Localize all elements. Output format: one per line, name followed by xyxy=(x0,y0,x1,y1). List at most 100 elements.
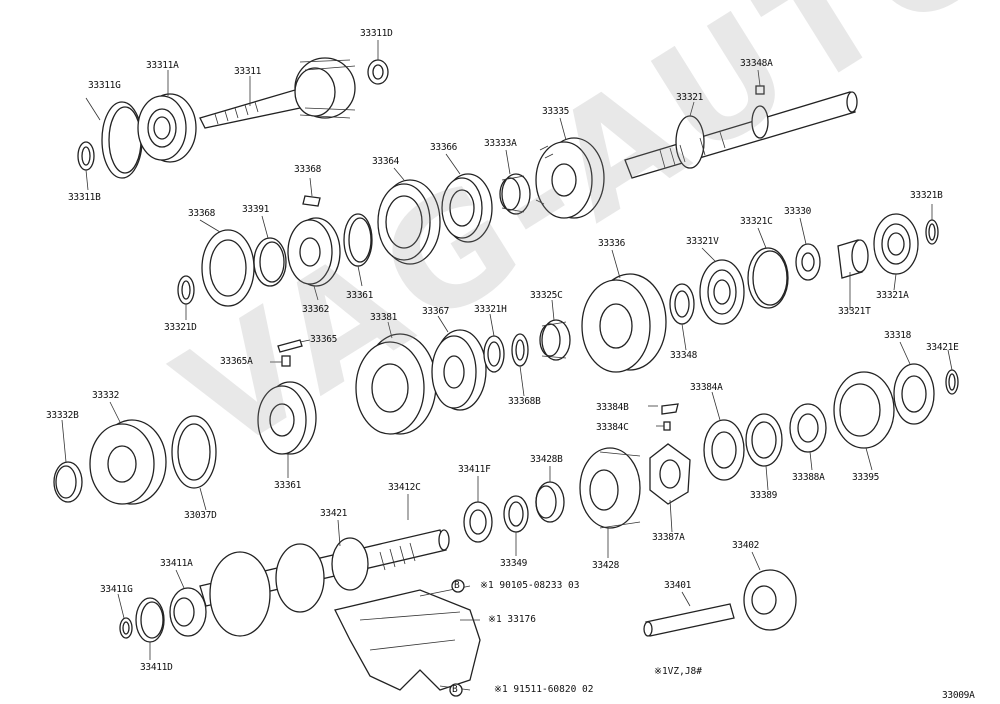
washer-33348 xyxy=(669,283,695,325)
ring-33321h xyxy=(483,335,505,373)
snap-ring-33411d xyxy=(119,617,133,639)
shift-fork-33176 xyxy=(334,589,481,691)
label-33321a: 33321A xyxy=(876,290,909,301)
snap-ring-33311g xyxy=(101,101,143,179)
ring-33411f xyxy=(463,501,493,543)
label-33321: 33321 xyxy=(676,92,704,103)
label-33321b: 33321B xyxy=(910,190,943,201)
note-engine-code: ※1VZ,J8# xyxy=(654,666,702,677)
label-33321d: 33321D xyxy=(164,322,197,333)
gear-33364 xyxy=(377,179,441,265)
circle-marker-b1 xyxy=(451,579,465,593)
label-33388a: 33388A xyxy=(792,472,825,483)
label-33428b: 33428B xyxy=(530,454,563,465)
label-33391: 33391 xyxy=(242,204,270,215)
label-33318: 33318 xyxy=(884,330,912,341)
label-33332b: 33332B xyxy=(46,410,79,421)
label-33348a: 33348A xyxy=(740,58,773,69)
label-33384b: 33384B xyxy=(596,402,629,413)
input-shaft-33311 xyxy=(199,57,356,129)
bearing-33321v xyxy=(699,259,745,325)
label-33401: 33401 xyxy=(664,580,692,591)
gear-33366 xyxy=(441,173,493,243)
label-33364: 33364 xyxy=(372,156,400,167)
snap-ring-33321b xyxy=(925,219,939,245)
hub-33361 xyxy=(257,381,317,455)
bearing-33428b xyxy=(535,481,565,523)
pin-33365 xyxy=(277,339,303,353)
label-33332: 33332 xyxy=(92,390,120,401)
key-33368 xyxy=(302,195,321,207)
label-33402: 33402 xyxy=(732,540,760,551)
label-33368-top: 33368 xyxy=(294,164,322,175)
snap-ring-33311b xyxy=(77,141,95,171)
label-33336: 33336 xyxy=(598,238,626,249)
bearing-33333a xyxy=(499,173,531,215)
ring-33368b xyxy=(511,333,529,367)
label-33411g: 33411G xyxy=(100,584,133,595)
ring-33321c xyxy=(747,247,789,309)
bearing-33411a xyxy=(169,587,207,637)
label-33368-left: 33368 xyxy=(188,208,216,219)
bearing-33332b xyxy=(53,461,83,503)
ball-33348a xyxy=(755,85,765,95)
spring-33365a xyxy=(281,355,291,367)
label-33311: 33311 xyxy=(234,66,262,77)
ring-33368 xyxy=(201,229,255,307)
bearing-33311a xyxy=(137,93,197,163)
label-33330: 33330 xyxy=(784,206,812,217)
label-33365: 33365 xyxy=(310,334,338,345)
note-91511: ※1 91511-60820 02 xyxy=(494,684,594,695)
ring-33391 xyxy=(253,237,287,287)
label-33311d: 33311D xyxy=(360,28,393,39)
figure-code: 33009A xyxy=(942,690,975,701)
sleeve-33388a xyxy=(789,403,827,453)
gear-33336 xyxy=(581,273,667,373)
ring-33411g xyxy=(135,597,165,643)
label-33387a: 33387A xyxy=(652,532,685,543)
label-33395: 33395 xyxy=(852,472,880,483)
label-33361-ring: 33361 xyxy=(346,290,374,301)
label-33389: 33389 xyxy=(750,490,778,501)
label-33411f: 33411F xyxy=(458,464,491,475)
hub-33384a xyxy=(703,419,745,481)
ring-33389 xyxy=(745,413,783,467)
output-shaft-33321 xyxy=(624,91,858,179)
label-33421: 33421 xyxy=(320,508,348,519)
label-33384c: 33384C xyxy=(596,422,629,433)
label-33333a: 33333A xyxy=(484,138,517,149)
counter-shaft-33421 xyxy=(199,529,450,637)
leader-lines xyxy=(61,40,953,691)
label-33421e: 33421E xyxy=(926,342,959,353)
retainer-33387a xyxy=(649,443,691,505)
label-33367: 33367 xyxy=(422,306,450,317)
ring-33361 xyxy=(343,213,373,267)
note-marker-b2: B xyxy=(452,684,458,695)
label-33335: 33335 xyxy=(542,106,570,117)
gear-33428 xyxy=(579,447,641,529)
snap-ring-33321d xyxy=(177,275,195,305)
sleeve-33330 xyxy=(795,243,821,281)
gear-33367 xyxy=(431,329,487,411)
label-33428: 33428 xyxy=(592,560,620,571)
label-33325c: 33325C xyxy=(530,290,563,301)
label-33037d: 33037D xyxy=(184,510,217,521)
label-33311b: 33311B xyxy=(68,192,101,203)
label-33311g: 33311G xyxy=(88,80,121,91)
gear-33381 xyxy=(355,333,437,435)
bearing-33318 xyxy=(893,363,935,425)
sleeve-33321t xyxy=(837,239,869,279)
ring-33037d xyxy=(171,415,217,489)
label-33411a: 33411A xyxy=(160,558,193,569)
snap-ring-33421e xyxy=(945,369,959,395)
hub-33362 xyxy=(287,217,341,287)
washer-33349 xyxy=(503,495,529,533)
label-33321t: 33321T xyxy=(838,306,871,317)
label-33321h: 33321H xyxy=(474,304,507,315)
label-33362: 33362 xyxy=(302,304,330,315)
gear-33402 xyxy=(743,569,797,631)
label-33366: 33366 xyxy=(430,142,458,153)
label-33311a: 33311A xyxy=(146,60,179,71)
gear-33332 xyxy=(89,419,167,505)
